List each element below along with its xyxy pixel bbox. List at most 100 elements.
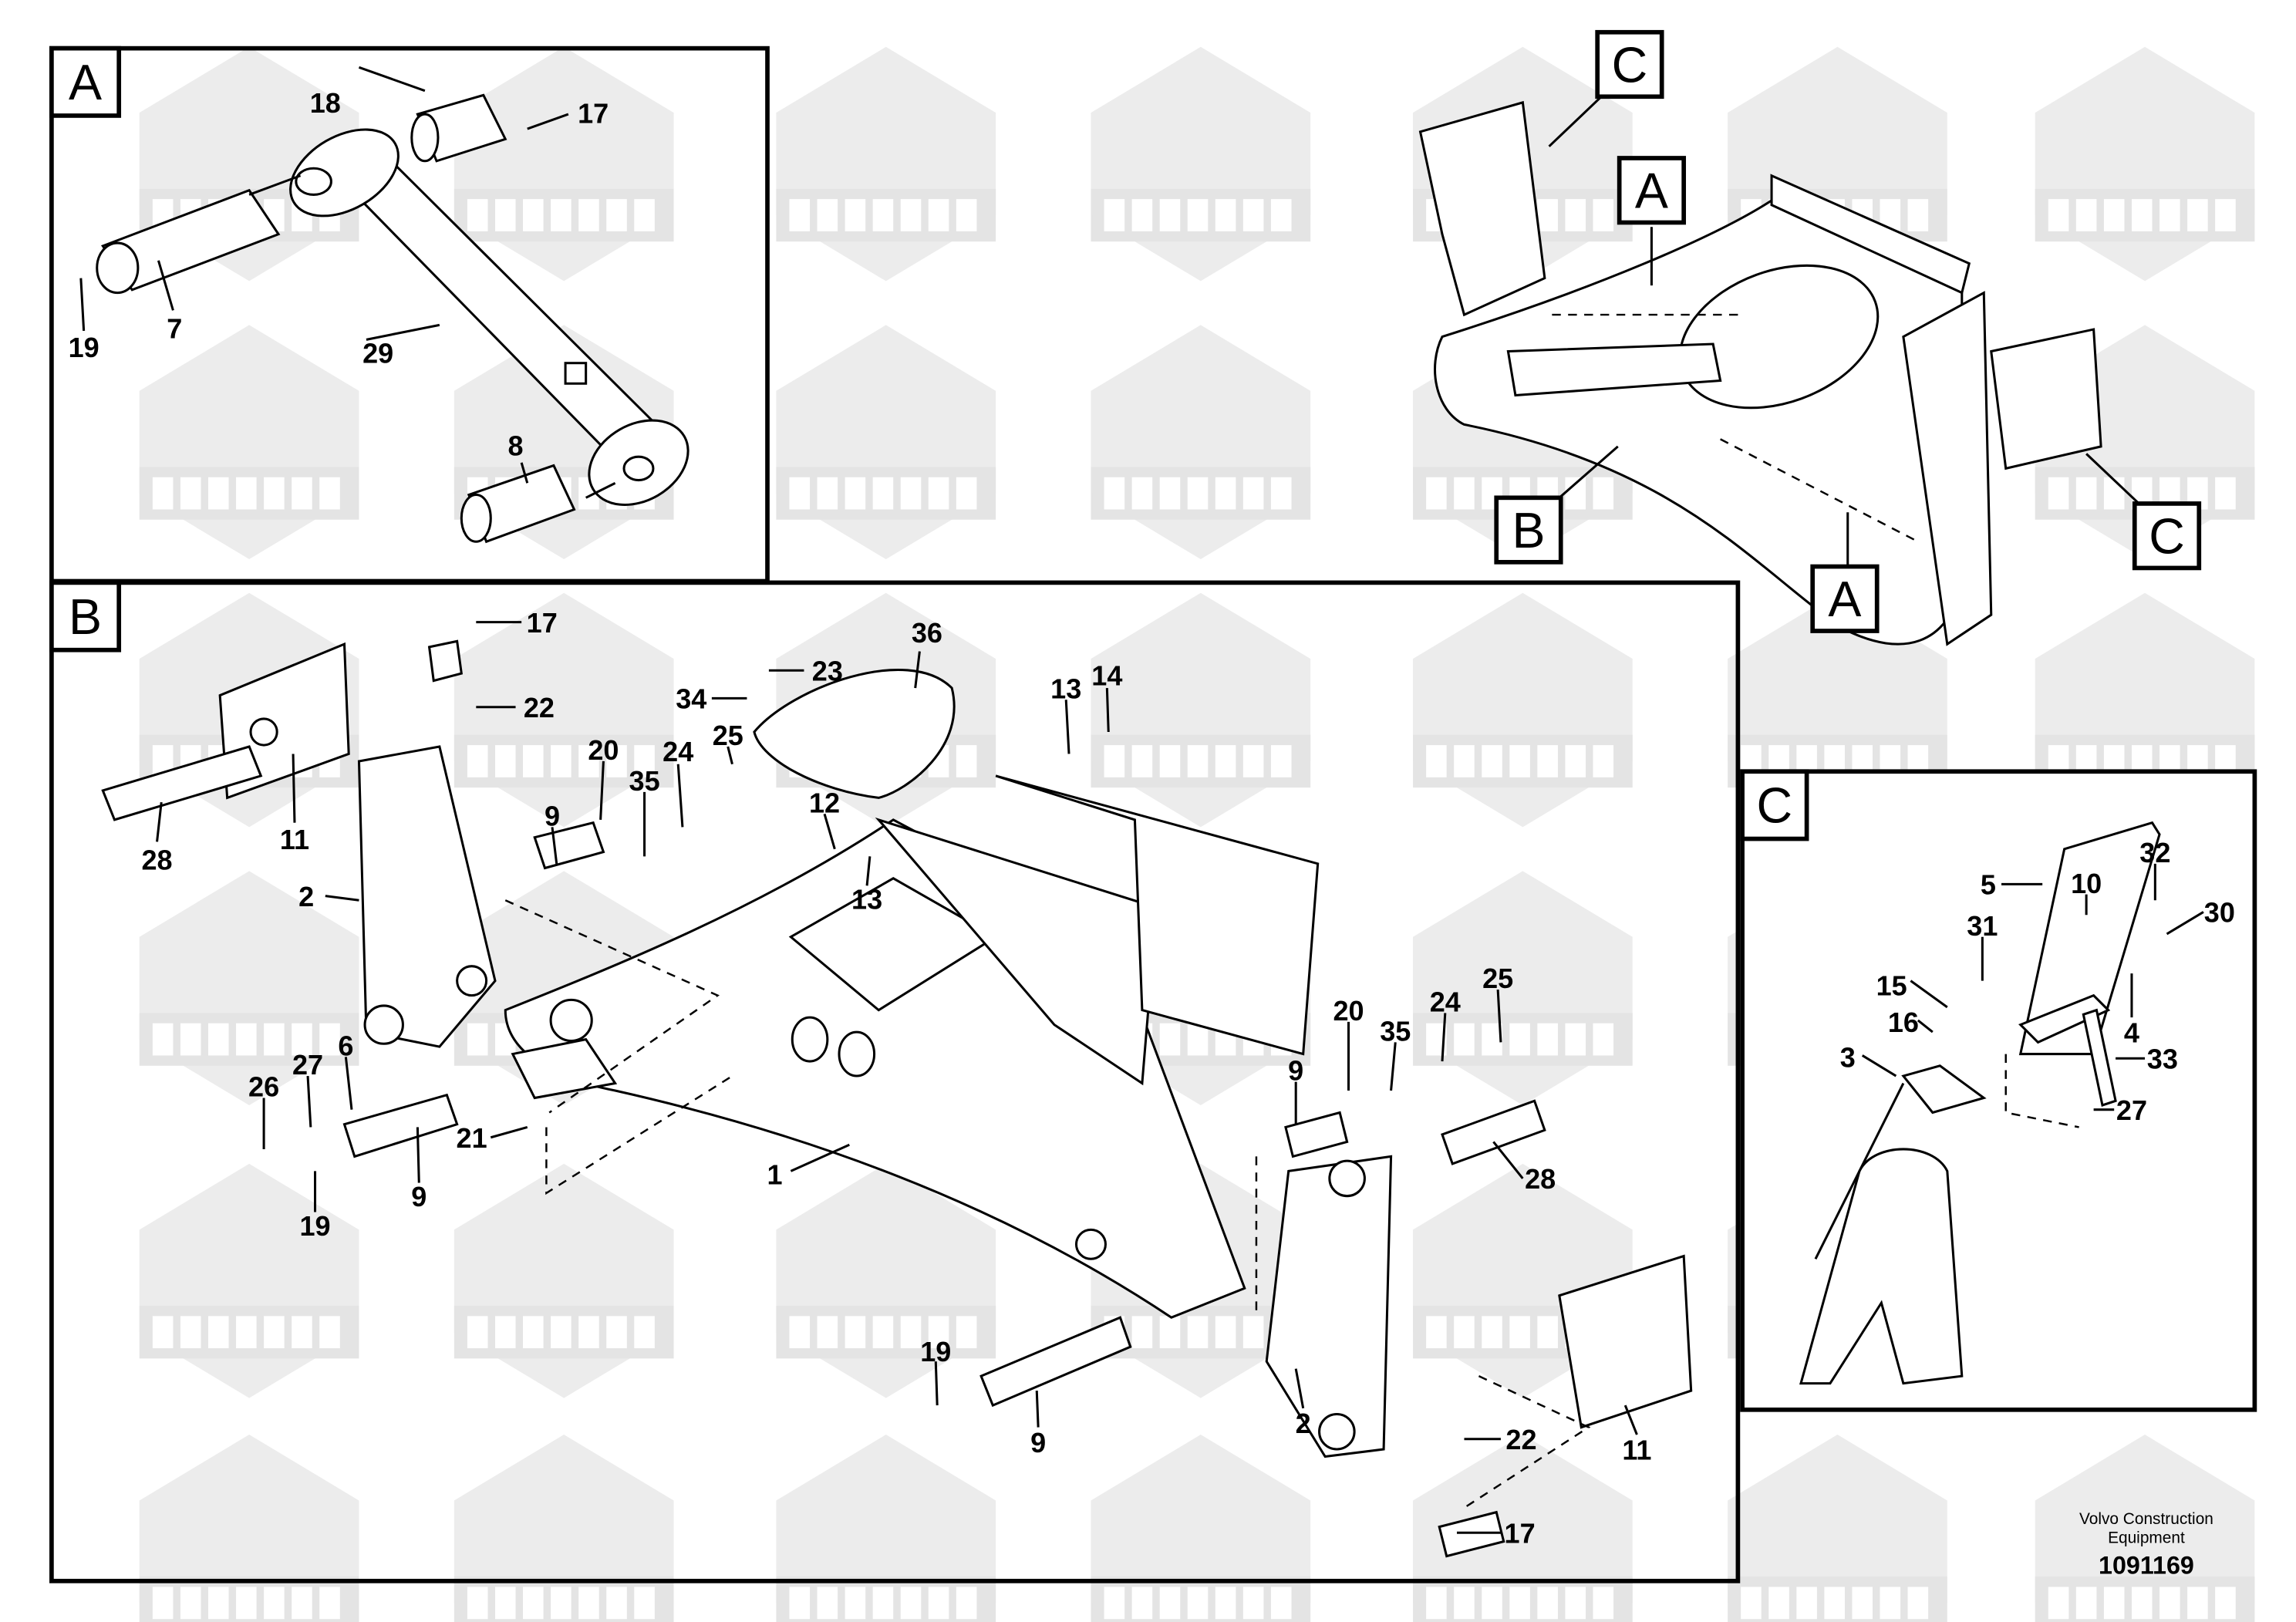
watermark-glyph [1852,1587,1873,1620]
watermark-glyph [1426,745,1447,777]
watermark-glyph [817,1587,838,1620]
watermark-glyph [634,199,655,231]
callout: 22 [1505,1424,1536,1455]
watermark-glyph [1454,1023,1475,1056]
watermark-glyph [264,1587,285,1620]
callout: 35 [629,765,660,797]
watermark-glyph [928,1587,949,1620]
callout: 17 [527,607,558,639]
watermark-glyph [1593,1023,1614,1056]
watermark-glyph [207,477,229,510]
watermark-glyph [789,477,811,510]
watermark-hexagon [453,1163,674,1398]
callout: 32 [2139,837,2170,868]
watermark-glyph [1824,1587,1845,1620]
watermark-glyph [1509,1023,1530,1056]
watermark-glyph [1593,477,1614,510]
watermark-glyph [2048,199,2069,231]
callout: 31 [1967,910,1998,942]
callout: 13 [1050,673,1081,704]
watermark-glyph [1104,199,1125,231]
watermark-glyph [1159,1316,1181,1349]
pin-7 [96,188,281,295]
tag-label: A [1828,572,1861,627]
watermark-glyph [1187,1023,1209,1056]
watermark-glyph [2159,1587,2180,1620]
watermark-glyph [1565,1587,1586,1620]
watermark-glyph [494,1587,516,1620]
watermark-glyph [292,1023,312,1056]
callout: 9 [1030,1427,1046,1458]
watermark-glyph [1907,1587,1929,1620]
watermark-glyph [152,1587,174,1620]
callout: 4 [2124,1017,2139,1048]
watermark-glyph [292,1316,312,1349]
watermark-glyph [1187,745,1209,777]
callout: 25 [713,720,743,751]
watermark-glyph [1426,1587,1447,1620]
callout: 13 [851,884,882,916]
watermark-glyph [956,1587,977,1620]
watermark-glyph [1159,199,1181,231]
watermark-glyph [1104,1587,1125,1620]
watermark-hexagon [139,1435,359,1622]
callout: 28 [1525,1163,1556,1195]
watermark-glyph [1454,1587,1475,1620]
watermark-hexagon [139,871,359,1106]
callout: 19 [69,332,99,363]
watermark-glyph [1454,1316,1475,1349]
watermark-glyph [292,477,312,510]
callout: 19 [299,1210,330,1242]
watermark-glyph [872,477,894,510]
watermark-glyph [606,1587,627,1620]
watermark-glyph [2215,477,2236,510]
watermark-glyph [1426,477,1447,510]
watermark-glyph [845,199,866,231]
watermark-glyph [956,745,977,777]
callout: 12 [809,787,840,818]
watermark-glyph [1741,1587,1762,1620]
tag-label: C [2149,508,2185,564]
watermark-hexagon [1413,592,1633,828]
watermark-glyph [1482,1587,1502,1620]
watermark-glyph [1270,199,1292,231]
watermark-glyph [1187,199,1209,231]
panel-c-frame [1740,769,2257,1412]
company-name-line1: Volvo Construction [2079,1510,2213,1528]
callout: 2 [298,881,314,912]
watermark-glyph [578,1587,599,1620]
watermark-hexagon [1728,1435,1947,1622]
watermark-glyph [1187,1316,1209,1349]
watermark-glyph [928,477,949,510]
watermark-glyph [1426,1316,1447,1349]
watermark-hexagon [776,325,996,560]
watermark-glyph [634,745,655,777]
watermark-glyph [180,1587,201,1620]
watermark-glyph [551,745,571,777]
watermark-glyph [2187,199,2208,231]
watermark-glyph [845,1316,866,1349]
watermark-glyph [1482,745,1502,777]
watermark-glyph [494,745,516,777]
panel-a-tag [49,46,122,118]
callout: 24 [1430,986,1461,1018]
callout: 8 [508,430,524,461]
callout: 24 [663,736,693,767]
callout: 33 [2147,1044,2178,1075]
watermark-glyph [180,1023,201,1056]
watermark-glyph [1509,1587,1530,1620]
callout: 7 [167,312,182,344]
watermark-glyph [207,1316,229,1349]
watermark-glyph [1131,1316,1153,1349]
watermark-glyph [1509,745,1530,777]
callout: 34 [676,683,706,715]
pins [101,639,1546,1558]
watermark-glyph [467,199,488,231]
watermark-glyph [1270,745,1292,777]
watermark-glyph [1509,1316,1530,1349]
watermark-hexagon [2035,1435,2255,1622]
watermark-glyph [1215,745,1236,777]
watermark-glyph [1537,1316,1558,1349]
watermark-glyph [467,1316,488,1349]
